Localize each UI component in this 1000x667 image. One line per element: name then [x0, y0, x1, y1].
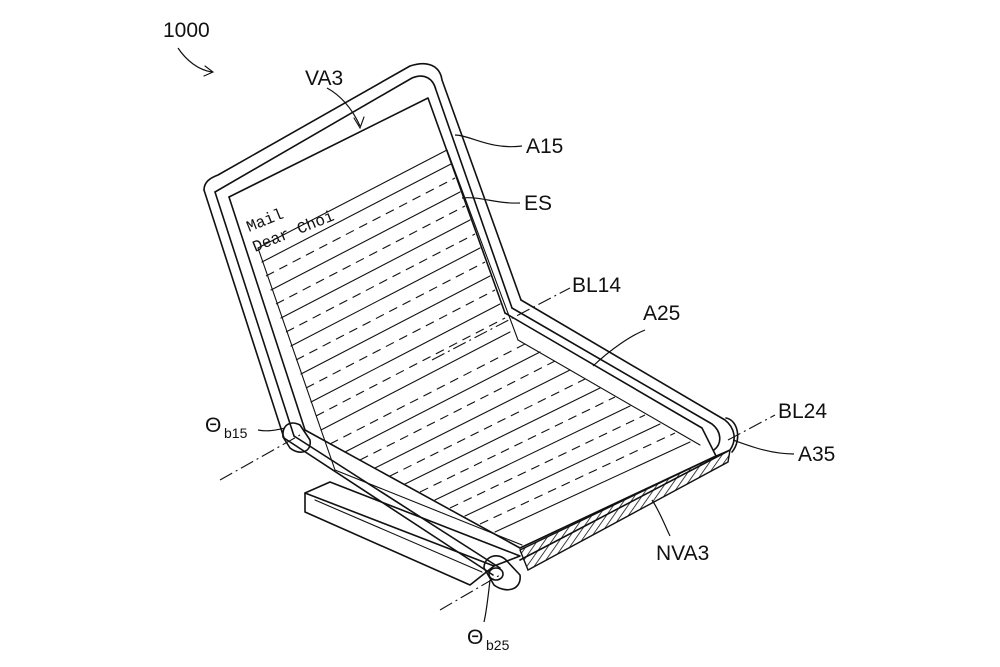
label-theta-b15: Θ b15	[205, 414, 248, 441]
label-a25: A25	[643, 302, 680, 325]
theta-b15-leader	[257, 427, 286, 432]
es-leader	[461, 197, 521, 204]
label-nva3: NVA3	[656, 542, 709, 565]
va3-leader	[326, 87, 361, 127]
a35-leader	[732, 439, 795, 455]
upper-panel	[203, 62, 522, 439]
svg-text:Θ: Θ	[467, 626, 483, 649]
label-bl14: BL14	[572, 274, 621, 297]
bending-axis-bl24	[727, 414, 776, 441]
a25-leader	[592, 329, 646, 367]
stand-block	[304, 481, 521, 586]
reference-arrow	[177, 47, 213, 73]
screen-rows-lower	[329, 339, 701, 546]
label-es: ES	[524, 192, 552, 215]
svg-text:b25: b25	[486, 637, 510, 653]
bending-axis-bl14	[431, 287, 571, 361]
va3-arrow-head	[353, 116, 365, 130]
label-va3: VA3	[305, 67, 343, 90]
theta-b25-leader	[483, 579, 491, 623]
svg-text:Θ: Θ	[205, 414, 221, 437]
svg-text:b15: b15	[224, 425, 248, 441]
label-a35: A35	[798, 443, 835, 466]
bending-axis-bl14-tail	[219, 434, 301, 481]
reference-arrow-head	[203, 65, 215, 77]
reference-numeral: 1000	[163, 19, 210, 42]
non-visible-area-strip	[519, 448, 731, 571]
hinge-lower	[483, 417, 739, 591]
label-bl24: BL24	[778, 400, 827, 423]
screen-rows-upper	[257, 149, 519, 471]
label-a15: A15	[526, 135, 563, 158]
a15-leader	[454, 134, 523, 148]
nva3-leader	[651, 499, 671, 537]
lower-panel	[283, 299, 735, 576]
bending-axis-bl24-tail	[439, 574, 501, 611]
label-theta-b25: Θ b25	[467, 626, 510, 653]
